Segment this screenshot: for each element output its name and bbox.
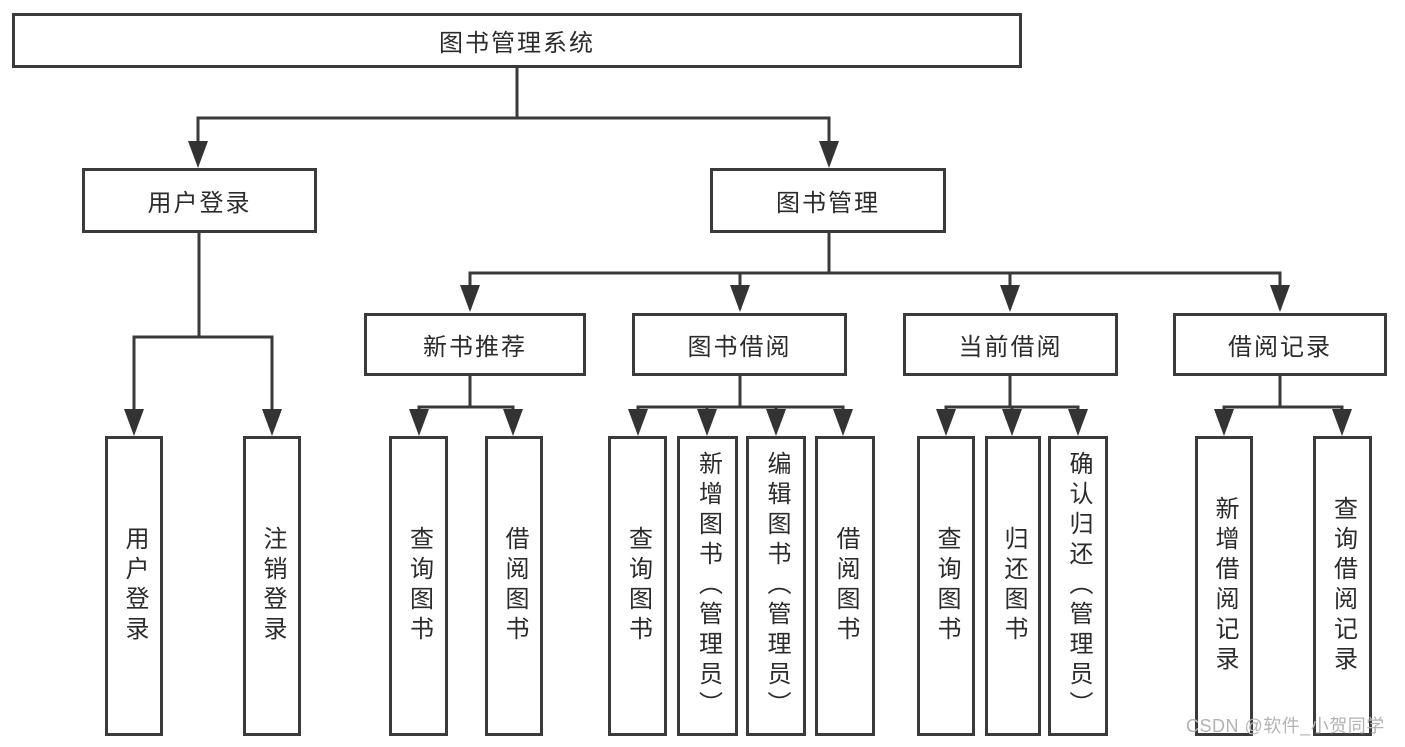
- node-current-borrow: 当前借阅: [903, 313, 1118, 376]
- arrowheads: [124, 141, 1352, 436]
- arrowhead-icon: [766, 409, 786, 436]
- arrowhead-icon: [936, 409, 956, 436]
- leaf-add-borrow-record: 新增借阅记录: [1195, 436, 1253, 736]
- arrowhead-icon: [262, 409, 282, 436]
- connector-path: [132, 68, 1344, 432]
- leaf-borrow-books: 借阅图书: [815, 436, 875, 736]
- arrowhead-icon: [1214, 409, 1234, 436]
- leaf-recommend-query-books: 查询图书: [389, 436, 448, 736]
- arrowhead-icon: [124, 409, 144, 436]
- leaf-user-login: 用户登录: [105, 436, 163, 736]
- watermark: CSDN @软件_小贺同学: [1186, 716, 1385, 736]
- arrowhead-icon: [628, 409, 648, 436]
- node-book-borrow: 图书借阅: [632, 313, 847, 376]
- arrowhead-icon: [833, 409, 853, 436]
- arrowhead-icon: [188, 141, 208, 168]
- leaf-confirm-return-admin: 确认归还（管理员）: [1048, 436, 1108, 736]
- leaf-recommend-borrow-books: 借阅图书: [485, 436, 543, 736]
- arrowhead-icon: [730, 285, 750, 312]
- arrowhead-icon: [1332, 409, 1352, 436]
- node-new-book-recommend: 新书推荐: [364, 313, 586, 376]
- arrowhead-icon: [1000, 285, 1020, 312]
- arrowhead-icon: [409, 409, 429, 436]
- node-borrow-records: 借阅记录: [1173, 313, 1387, 376]
- leaf-add-books-admin: 新增图书（管理员）: [677, 436, 738, 736]
- leaf-borrow-query-books: 查询图书: [608, 436, 667, 736]
- leaf-edit-books-admin: 编辑图书（管理员）: [746, 436, 806, 736]
- arrowhead-icon: [1270, 285, 1290, 312]
- leaf-return-books: 归还图书: [985, 436, 1041, 736]
- node-user-login: 用户登录: [82, 168, 317, 233]
- leaf-query-borrow-record: 查询借阅记录: [1313, 436, 1372, 736]
- leaf-logout-login: 注销登录: [243, 436, 301, 736]
- arrowhead-icon: [460, 285, 480, 312]
- node-root: 图书管理系统: [12, 13, 1022, 68]
- arrowhead-icon: [697, 409, 717, 436]
- arrowhead-icon: [1002, 409, 1022, 436]
- leaf-current-query-books: 查询图书: [917, 436, 975, 736]
- arrowhead-icon: [819, 141, 839, 168]
- arrowhead-icon: [503, 409, 523, 436]
- arrowhead-icon: [1068, 409, 1088, 436]
- node-book-management: 图书管理: [710, 168, 946, 233]
